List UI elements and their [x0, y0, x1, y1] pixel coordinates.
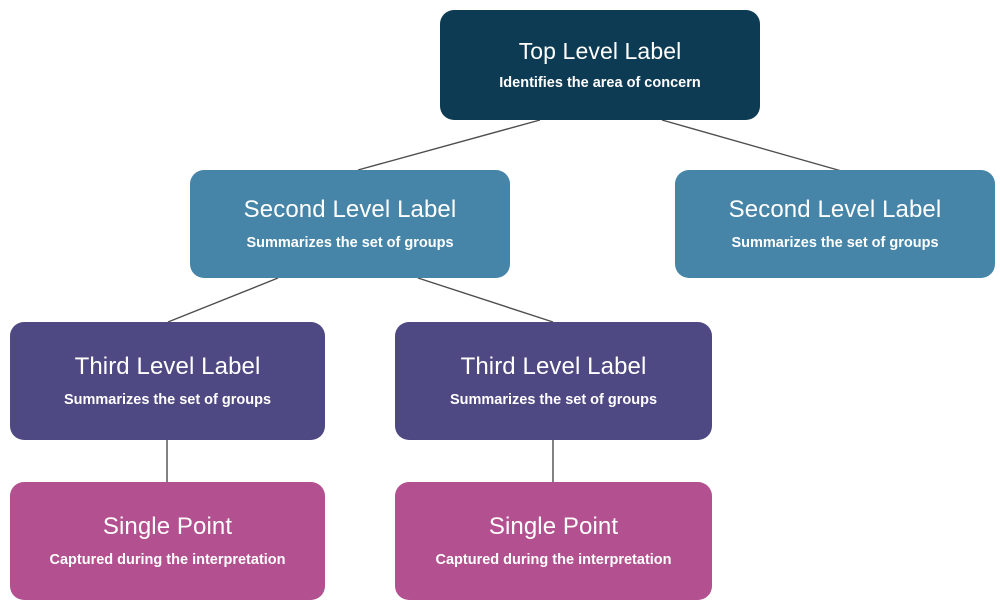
- node-title: Second Level Label: [243, 195, 457, 223]
- connector-line: [357, 119, 541, 171]
- node-title: Second Level Label: [728, 195, 942, 223]
- node-title: Single Point: [102, 512, 233, 540]
- connector-line: [417, 277, 554, 323]
- connector-line: [661, 119, 846, 173]
- node-subtitle: Summarizes the set of groups: [246, 235, 454, 252]
- node-subtitle: Captured during the interpretation: [435, 552, 672, 569]
- node-subtitle: Identifies the area of concern: [499, 75, 701, 92]
- node-subtitle: Summarizes the set of groups: [731, 235, 939, 252]
- connector-line: [167, 277, 279, 323]
- node-title: Third Level Label: [74, 352, 261, 380]
- node-subtitle: Captured during the interpretation: [49, 552, 286, 569]
- node-title: Top Level Label: [518, 37, 682, 64]
- node-subtitle: Summarizes the set of groups: [63, 392, 272, 409]
- node-title: Single Point: [488, 512, 619, 540]
- node-title: Third Level Label: [460, 352, 647, 380]
- node-subtitle: Summarizes the set of groups: [449, 392, 658, 409]
